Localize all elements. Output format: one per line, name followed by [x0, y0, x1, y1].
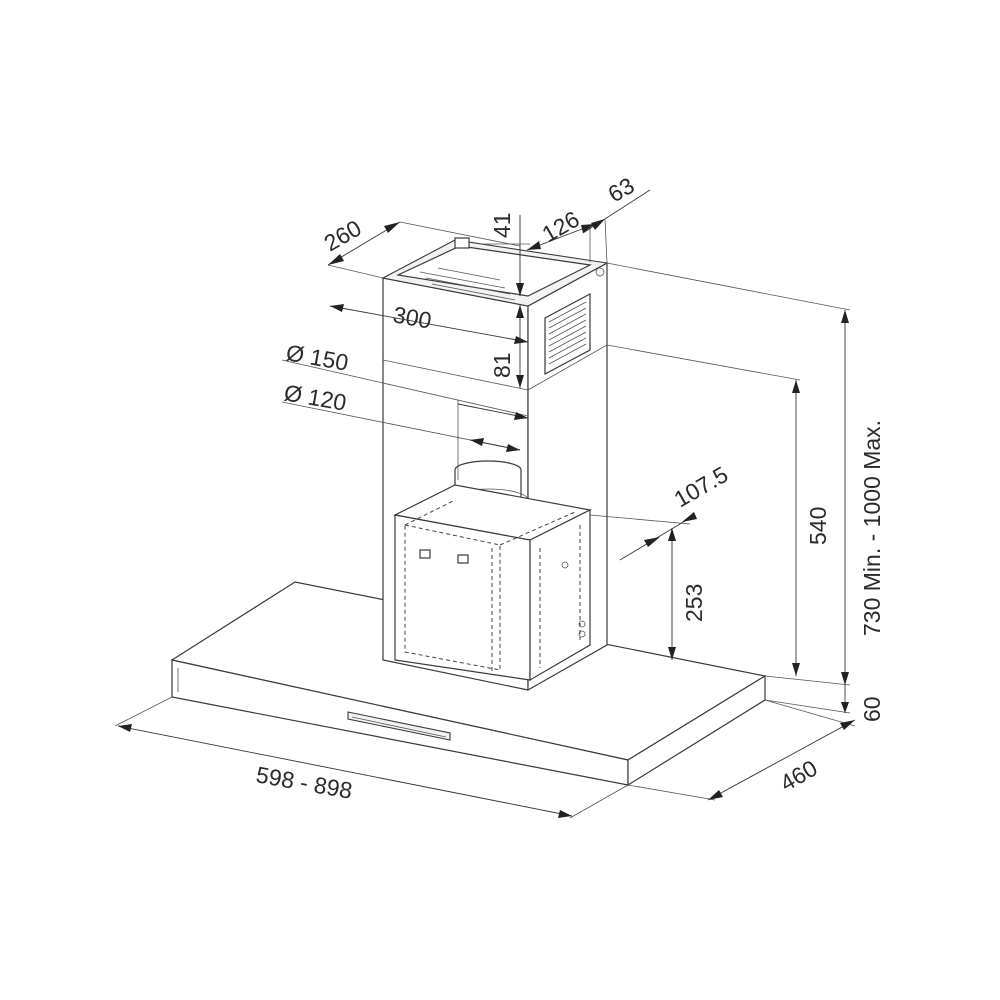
label-vent-width: 126 [538, 206, 584, 248]
control-panel[interactable] [347, 711, 451, 741]
bracket-tab [454, 237, 470, 249]
motor-housing-side [529, 509, 591, 682]
motor-housing-hidden-outline [404, 524, 501, 671]
chimney-joint-line [382, 359, 529, 391]
label-chimney-height: 540 [805, 507, 831, 545]
label-duct-inner-diameter: Ø 120 [282, 379, 348, 415]
label-motor-height: 253 [681, 584, 707, 622]
motor-housing-front [394, 514, 531, 681]
label-bracket-height: 81 [489, 352, 515, 378]
dimension-lines [114, 189, 856, 819]
control-panel-line [351, 716, 447, 738]
label-canopy-depth: 460 [776, 755, 822, 797]
label-vent-offset: 63 [604, 172, 639, 207]
bracket-screw-icon [595, 267, 605, 277]
label-canopy-thickness: 60 [859, 696, 885, 722]
vent-grille [544, 293, 591, 375]
label-canopy-width: 598 - 898 [254, 761, 354, 803]
housing-connector-icon-2 [578, 630, 586, 638]
label-chimney-depth: 260 [320, 215, 366, 257]
chimney-joint-line-side [527, 344, 608, 391]
label-duct-outer-diameter: Ø 150 [284, 339, 350, 375]
housing-clip-right [457, 554, 469, 564]
housing-connector-icon [578, 620, 586, 628]
hidden-edge-1 [404, 499, 456, 526]
label-motor-offset: 107.5 [670, 461, 733, 512]
housing-clip-left [419, 549, 431, 559]
motor-unit [393, 460, 592, 682]
housing-screw-icon [561, 561, 569, 569]
label-total-height: 730 Min. - 1000 Max. [859, 420, 885, 636]
bracket-slots [419, 267, 516, 301]
label-bracket-height-top: 41 [489, 212, 515, 238]
